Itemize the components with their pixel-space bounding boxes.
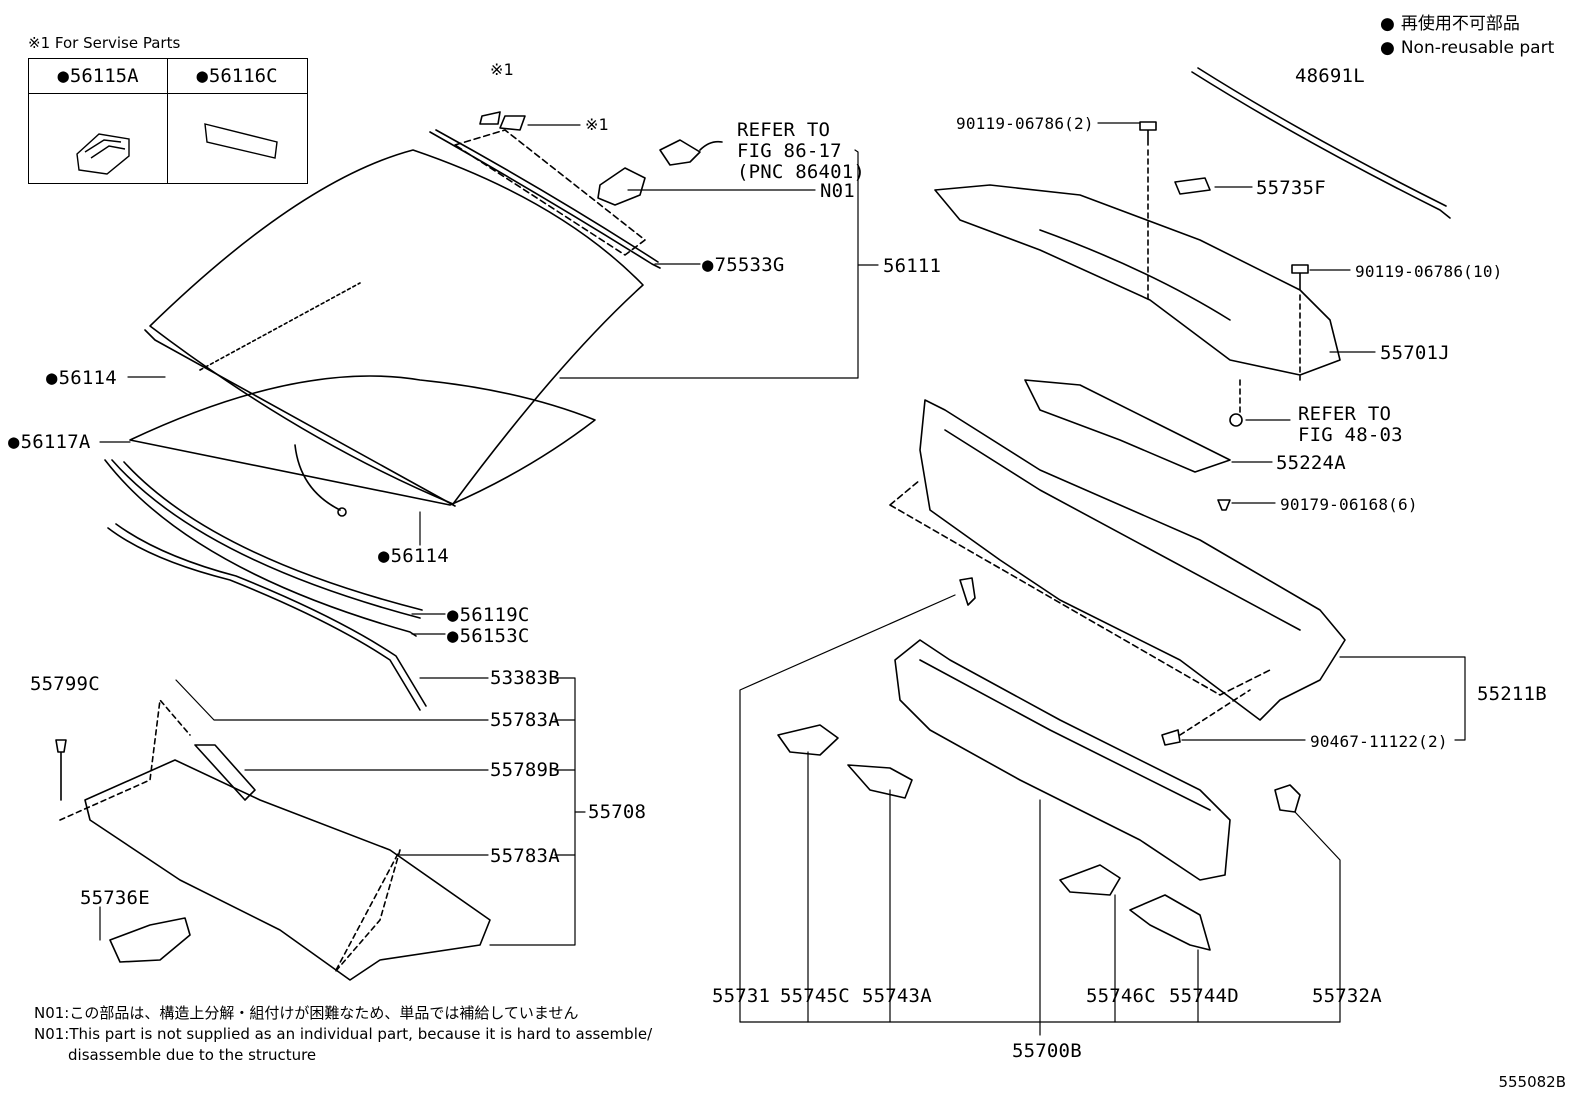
part-label-55799C[interactable]: 55799C — [30, 673, 100, 695]
refer-fig-48-03[interactable]: REFER TO FIG 48-03 — [1298, 404, 1403, 446]
cover-55736E — [109, 917, 191, 963]
note-jp: N01:この部品は、構造上分解・組付けが困難なため、単品では補給していません — [34, 1004, 579, 1022]
refer-fig-86-17[interactable]: REFER TO FIG 86-17 (PNC 86401) — [737, 120, 865, 183]
dashed-bolts — [1147, 149, 1301, 416]
bracket-55746C — [1059, 864, 1121, 896]
bracket-55732A — [1274, 784, 1301, 813]
part-label-55746C[interactable]: 55746C — [1086, 985, 1156, 1007]
windshield-glass — [149, 149, 644, 505]
cowl-panel-55789B — [194, 744, 256, 801]
note-en-2: disassemble due to the structure — [68, 1046, 317, 1064]
weatherstrip-56119C — [111, 459, 423, 619]
sensor-bracket — [597, 167, 646, 206]
bracket-55745C — [777, 724, 839, 756]
service-parts-note: ※1 For Servise Parts — [28, 34, 181, 52]
weatherstrip-56153C — [104, 459, 417, 637]
service-mark-1: ※1 — [490, 60, 514, 79]
part-label-55708[interactable]: 55708 — [588, 801, 647, 823]
bracket-55744D — [1129, 894, 1211, 951]
service-piece-1 — [479, 111, 501, 125]
lower-glass — [129, 375, 596, 506]
service-parts-table: 56115A 56116C — [28, 58, 308, 184]
part-label-53383B[interactable]: 53383B — [490, 667, 560, 689]
part-label-55736E[interactable]: 55736E — [80, 887, 150, 909]
rod-48691L — [1191, 67, 1451, 219]
part-label-90179-06168[interactable]: 90179-06168(6) — [1280, 495, 1418, 514]
clip-55799C — [55, 739, 67, 801]
insulator-55224A — [1024, 379, 1231, 473]
clip-dashed — [1179, 689, 1251, 736]
cowl-top-55708 — [84, 759, 491, 981]
part-label-75533G[interactable]: 75533G — [702, 255, 785, 275]
reinforcement-55701J — [934, 184, 1341, 376]
part-label-56114-lower[interactable]: 56114 — [378, 546, 449, 566]
part-label-55783A-upper[interactable]: 55783A — [490, 709, 560, 731]
clip-90179 — [1217, 499, 1231, 511]
cowl-dashed — [59, 699, 401, 973]
refer-line-3: (PNC 86401) — [737, 161, 866, 183]
windshield-dashed-band — [199, 282, 361, 371]
dash-panel-dashed — [889, 479, 1271, 696]
footnotes: N01:この部品は、構造上分解・組付けが困難なため、単品では補給していません N… — [34, 1003, 652, 1066]
part-label-55731[interactable]: 55731 — [712, 985, 771, 1007]
bolt-90119-10 — [1291, 264, 1309, 291]
part-label-55700B[interactable]: 55700B — [1012, 1040, 1082, 1062]
leader-lines — [99, 122, 1466, 1036]
top-moulding — [429, 129, 661, 269]
seal-53383B — [107, 523, 427, 711]
bracket-55743A — [847, 764, 913, 799]
washer — [1229, 413, 1243, 427]
dashed-zone — [454, 129, 646, 256]
dash-panel-inner — [944, 429, 1301, 631]
bolt-90119-2 — [1139, 121, 1157, 146]
part-label-56117A[interactable]: 56117A — [8, 432, 91, 452]
part-label-90119-06786-2[interactable]: 90119-06786(2) — [956, 114, 1094, 133]
refer-line-2: FIG 86-17 — [737, 140, 842, 162]
diagram-id: 555082B — [1498, 1073, 1566, 1091]
part-label-55743A[interactable]: 55743A — [862, 985, 932, 1007]
part-label-55701J[interactable]: 55701J — [1380, 342, 1450, 364]
refer-line-2: FIG 48-03 — [1298, 424, 1403, 446]
part-label-55789B[interactable]: 55789B — [490, 759, 560, 781]
part-label-55783A-lower[interactable]: 55783A — [490, 845, 560, 867]
refer-line-1: REFER TO — [737, 119, 831, 141]
part-label-56111[interactable]: 56111 — [883, 255, 942, 277]
part-label-56119C[interactable]: 56119C — [447, 605, 530, 625]
part-label-56153C[interactable]: 56153C — [447, 626, 530, 646]
reinforcement-inner — [1039, 229, 1231, 321]
wire-harness — [294, 444, 341, 511]
service-part-56116C[interactable]: 56116C — [168, 59, 306, 93]
dash-panel-55211B — [919, 399, 1346, 721]
part-label-56114-upper[interactable]: 56114 — [46, 368, 117, 388]
sensor-connector — [659, 139, 723, 166]
bracket-55731 — [959, 577, 976, 606]
legend: 再使用不可部品 Non-reusable part — [1380, 12, 1554, 60]
cowl-panel-inner — [919, 659, 1211, 811]
legend-en: Non-reusable part — [1380, 36, 1554, 60]
service-piece-2 — [499, 115, 526, 131]
service-part-56115A[interactable]: 56115A — [29, 59, 167, 93]
part-label-N01[interactable]: N01 — [820, 180, 855, 202]
windshield-inner-line — [144, 329, 456, 507]
service-part-illustrations — [76, 123, 278, 175]
service-mark-2: ※1 — [585, 115, 609, 134]
cowl-panel-55700B — [894, 639, 1231, 881]
part-label-55745C[interactable]: 55745C — [780, 985, 850, 1007]
wire-end — [337, 507, 347, 517]
part-label-55744D[interactable]: 55744D — [1169, 985, 1239, 1007]
refer-line-1: REFER TO — [1298, 403, 1392, 425]
part-label-55735F[interactable]: 55735F — [1256, 177, 1326, 199]
clip-90467 — [1161, 729, 1181, 746]
part-label-90467-11122[interactable]: 90467-11122(2) — [1310, 732, 1448, 751]
part-label-55211B[interactable]: 55211B — [1477, 683, 1547, 705]
part-label-90119-06786-10[interactable]: 90119-06786(10) — [1355, 262, 1503, 281]
note-en-1: N01:This part is not supplied as an indi… — [34, 1025, 653, 1043]
part-label-48691L[interactable]: 48691L — [1295, 65, 1365, 87]
part-label-55732A[interactable]: 55732A — [1312, 985, 1382, 1007]
part-label-55224A[interactable]: 55224A — [1276, 452, 1346, 474]
legend-jp: 再使用不可部品 — [1380, 12, 1554, 36]
bracket-55735F — [1174, 177, 1211, 195]
